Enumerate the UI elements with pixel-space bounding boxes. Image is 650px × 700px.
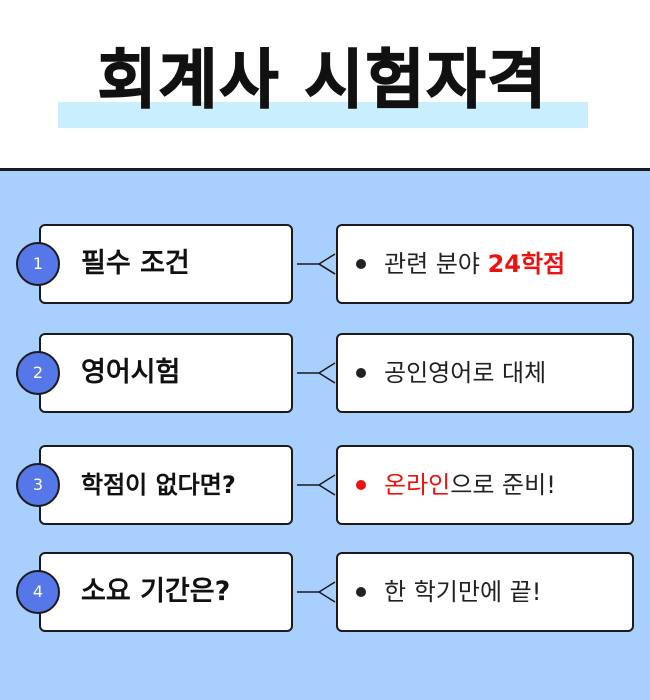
row-label: 학점이 없다면? (81, 471, 236, 499)
info-row: 필수 조건 1 관련 분야 24학점 (0, 224, 650, 308)
info-row: 학점이 없다면? 3 온라인으로 준비! (0, 445, 650, 529)
label-box: 필수 조건 (39, 224, 293, 304)
row-value: 한 학기만에 끝! (384, 578, 542, 606)
title-highlight (58, 102, 588, 128)
title-wrap: 회계사 시험자격 (58, 36, 588, 130)
bullet-icon (356, 368, 366, 378)
value-box: 공인영어로 대체 (336, 333, 634, 413)
info-panel: 필수 조건 1 관련 분야 24학점 영어시험 2 공인영어로 대체 (0, 171, 650, 700)
row-value: 공인영어로 대체 (384, 359, 547, 387)
arrow-connector-icon (297, 253, 336, 275)
info-row: 소요 기간은? 4 한 학기만에 끝! (0, 552, 650, 636)
label-box: 소요 기간은? (39, 552, 293, 632)
arrow-connector-icon (297, 362, 336, 384)
label-box: 학점이 없다면? (39, 445, 293, 525)
row-label: 소요 기간은? (81, 576, 231, 607)
label-box: 영어시험 (39, 333, 293, 413)
value-accent: 24학점 (487, 250, 566, 278)
value-accent: 온라인 (384, 471, 451, 499)
header: 회계사 시험자격 (0, 0, 650, 168)
info-row: 영어시험 2 공인영어로 대체 (0, 333, 650, 417)
value-box: 한 학기만에 끝! (336, 552, 634, 632)
bullet-icon (356, 480, 366, 490)
value-plain: 관련 분야 (384, 250, 488, 278)
value-rest: 으로 준비! (450, 471, 556, 499)
value-box: 온라인으로 준비! (336, 445, 634, 525)
number-badge: 2 (16, 351, 60, 395)
value-box: 관련 분야 24학점 (336, 224, 634, 304)
row-label: 영어시험 (81, 357, 181, 388)
page-title: 회계사 시험자격 (97, 43, 549, 119)
arrow-connector-icon (297, 581, 336, 603)
row-value: 온라인으로 준비! (384, 447, 556, 523)
bullet-icon (356, 587, 366, 597)
header-divider (0, 168, 650, 171)
number-badge: 3 (16, 463, 60, 507)
number-badge: 1 (16, 242, 60, 286)
row-label: 필수 조건 (81, 248, 190, 279)
number-badge: 4 (16, 570, 60, 614)
row-value: 관련 분야 24학점 (384, 226, 565, 302)
arrow-connector-icon (297, 474, 336, 496)
bullet-icon (356, 259, 366, 269)
